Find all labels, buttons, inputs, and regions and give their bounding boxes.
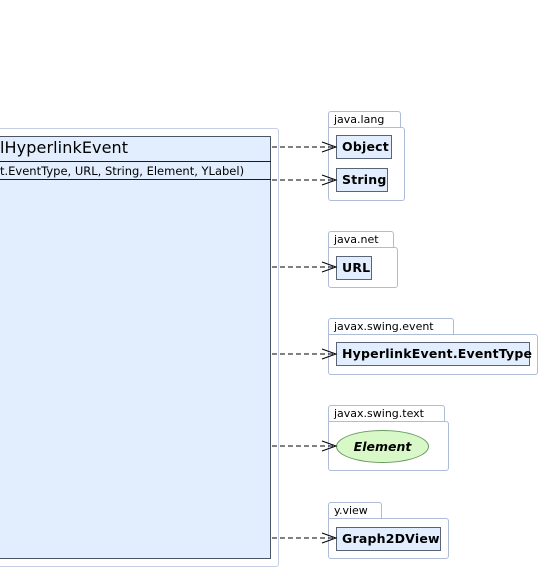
arrowhead-url [321,261,338,273]
main-class-constructor: t.EventType, URL, String, Element, YLabe… [0,164,245,178]
class-graph2dview[interactable]: Graph2DView [336,527,441,551]
package-tab-javax-swing-text: javax.swing.text [328,405,445,422]
arrowhead-object [321,141,338,153]
package-tab-y-view: y.view [328,502,382,519]
class-url[interactable]: URL [336,256,372,280]
main-class-title: lHyperlinkEvent [0,138,129,157]
main-class-divider-bottom [0,179,271,180]
class-string[interactable]: String [336,168,388,192]
arrowhead-eventtype [321,348,338,360]
main-class-divider-top [0,161,271,162]
class-object[interactable]: Object [336,135,392,159]
arrowhead-element [321,440,338,452]
main-class-box[interactable] [0,136,271,559]
arrowhead-graph2dview [321,532,338,544]
package-tab-javax-swing-event: javax.swing.event [328,318,454,335]
package-tab-java-net: java.net [328,231,394,248]
arrowhead-string [321,174,338,186]
interface-element[interactable]: Element [336,430,429,463]
package-tab-java-lang: java.lang [328,111,401,128]
